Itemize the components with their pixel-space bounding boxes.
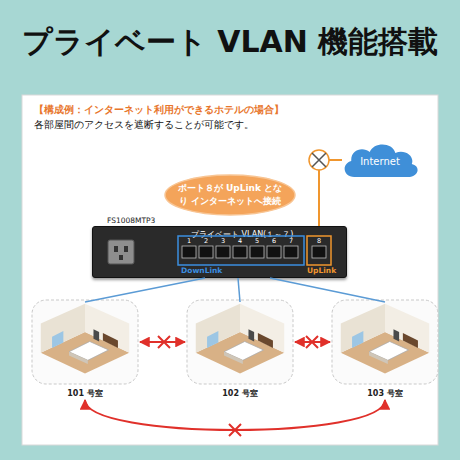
connector-line [85,400,385,430]
page-title: プライベート VLAN 機能搭載 [0,22,460,63]
connector-line [295,341,330,343]
downlink-frame [178,236,304,265]
callout-ellipse: ポート８が UpLink となり インターネットへ接続 [164,174,296,216]
ellipse-shape [165,175,295,215]
block-cross [158,336,170,348]
connector-line [270,278,385,302]
power-pin [114,246,118,252]
lan-port [284,246,298,258]
connector-line [140,341,185,343]
room-illustration [341,304,429,374]
room-outline [32,300,138,384]
node-text: DownLink [181,266,222,275]
node-text: 102 号室 [185,388,295,399]
network-switch: FS1008MTP3プライベート VLAN(１～７)DownLinkUpLink [92,226,347,278]
node-text: Internet [340,156,420,167]
lan-port [312,246,326,258]
lan-port [216,246,230,258]
ellipse-outline [164,174,296,216]
lan-port [267,246,281,258]
power-socket [108,240,134,264]
lan-port [233,246,247,258]
block-cross [229,424,241,436]
hotel-room: 103 号室 [330,300,440,400]
connector-line [85,278,205,302]
node-text: UpLink [307,266,336,275]
room-illustration [41,304,129,374]
connector-line [319,160,342,226]
room-outline [332,300,438,384]
hotel-room: 102 号室 [185,300,295,400]
power-pin [119,255,123,260]
node-text: 103 号室 [330,388,440,399]
connector-line [238,278,240,302]
example-heading: 【構成例：インターネット利用ができるホテルの場合】 [34,104,284,117]
node-text: ポート８が UpLink となり インターネットへ接続 [174,182,286,208]
internet-cloud: Internet [340,142,420,178]
node-text: 101 号室 [30,388,140,399]
example-note: 各部屋間のアクセスを遮断することが可能です。 [34,118,254,132]
lan-port [250,246,264,258]
blocked-symbol [309,150,329,170]
node-text: FS1008MTP3 [107,216,155,225]
room-illustration [196,304,284,374]
block-cross [306,336,318,348]
uplink-frame [307,236,331,265]
lan-port [199,246,213,258]
hotel-room: 101 号室 [30,300,140,400]
room-outline [187,300,293,384]
power-pin [124,246,128,252]
node-text: プライベート VLAN(１～７) [191,229,293,240]
lan-port [182,246,196,258]
blocked-symbol [312,153,326,167]
